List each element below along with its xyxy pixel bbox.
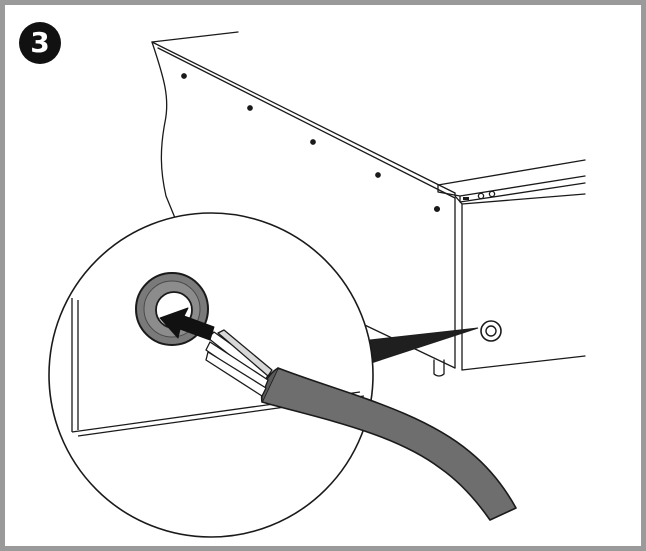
appliance-foot xyxy=(433,359,445,377)
appliance-grommet xyxy=(480,320,502,342)
wires xyxy=(205,329,273,397)
magnified-view xyxy=(48,212,374,538)
top-rail xyxy=(437,159,586,203)
step-number-badge: 3 xyxy=(19,22,61,64)
insertion-arrow xyxy=(159,307,215,341)
